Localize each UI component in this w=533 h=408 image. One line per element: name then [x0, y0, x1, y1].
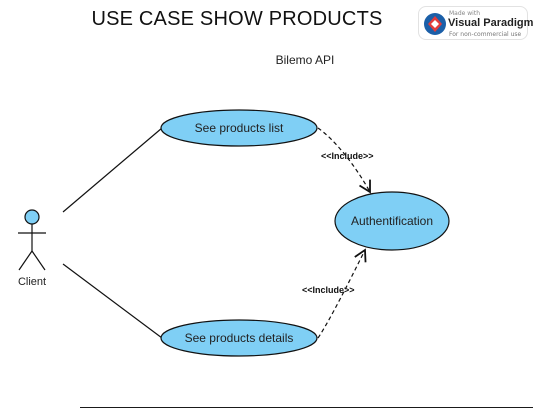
usecase-label-list: See products list [194, 121, 284, 135]
include-label-details: <<Include>> [302, 285, 355, 295]
usecase-see-products-list[interactable] [160, 109, 318, 147]
actor-leg-right [31, 250, 46, 271]
include-arrow-list-to-auth [317, 127, 371, 194]
visual-paradigm-logo: Made with Visual Paradigm For non-commer… [418, 6, 533, 40]
actor-client[interactable] [18, 209, 46, 271]
association-line-list [62, 127, 163, 213]
logo-made-with: Made with [449, 10, 480, 17]
visual-paradigm-logo-icon [424, 13, 446, 35]
usecase-authentification[interactable] [334, 191, 450, 251]
association-line-details [62, 263, 163, 339]
logo-brand: Visual Paradigm [448, 17, 533, 29]
actor-leg-left [18, 250, 33, 271]
system-name: Bilemo API [275, 53, 335, 67]
include-arrow-details-to-auth [317, 248, 367, 339]
logo-note: For non-commercial use [449, 31, 522, 38]
usecase-label-auth: Authentification [350, 214, 434, 228]
actor-label: Client [17, 276, 47, 288]
usecase-see-products-details[interactable] [160, 319, 318, 357]
actor-head [24, 209, 40, 225]
diagram-title: USE CASE SHOW PRODUCTS [91, 8, 383, 30]
include-label-list: <<Include>> [321, 151, 374, 161]
usecase-label-details: See products details [184, 331, 294, 345]
